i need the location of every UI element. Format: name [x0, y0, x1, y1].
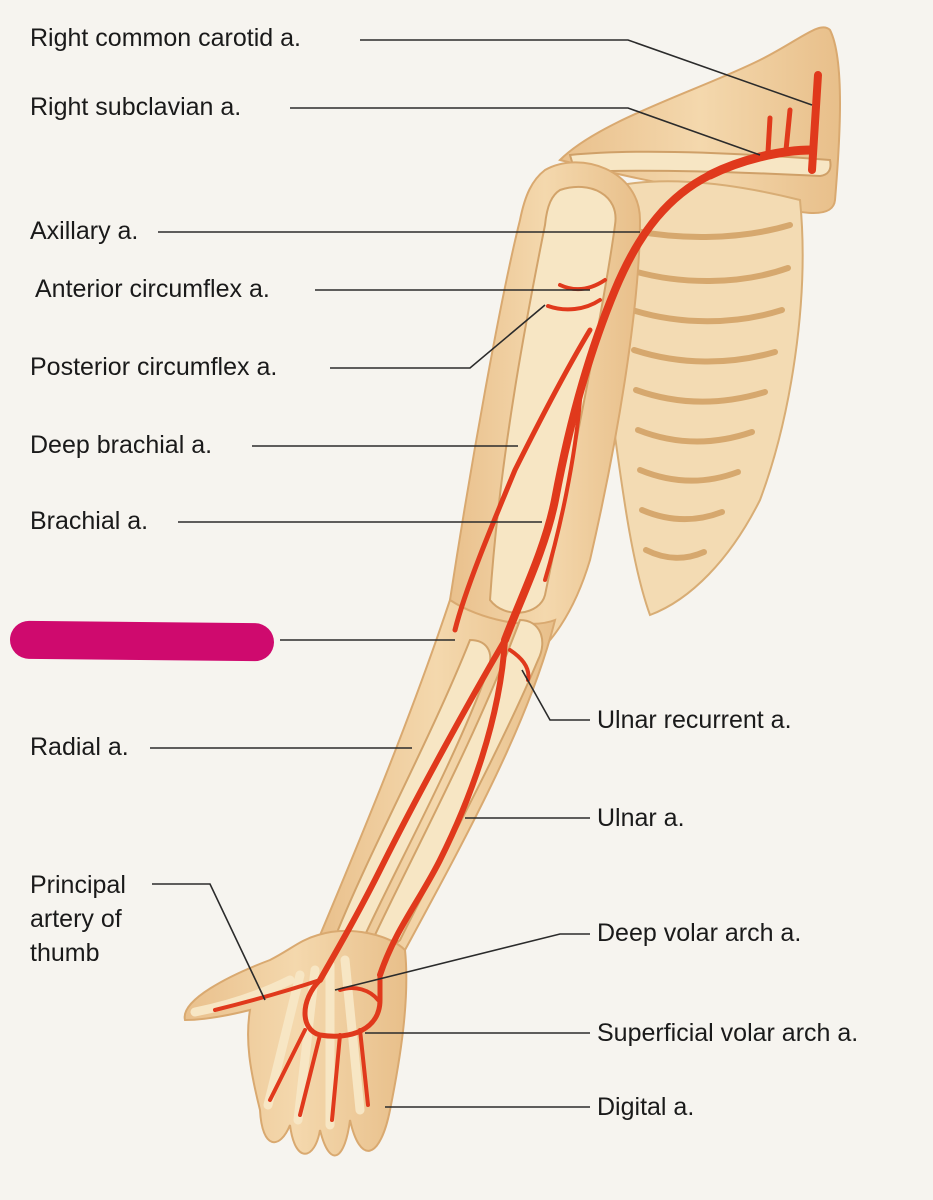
label-right-subclavian: Right subclavian a.: [30, 93, 242, 121]
label-deep-volar-arch: Deep volar arch a.: [597, 919, 802, 947]
leader-right-subclavian: [290, 107, 761, 156]
label-principal-artery-of-thumb: Principal artery of thumb: [30, 871, 126, 967]
leader-principal-artery-of-thumb: [152, 883, 266, 1001]
label-superficial-volar-arch: Superficial volar arch a.: [597, 1019, 859, 1047]
label-brachial: Brachial a.: [30, 507, 149, 535]
label-deep-brachial: Deep brachial a.: [30, 431, 213, 459]
label-ulnar: Ulnar a.: [597, 804, 685, 832]
label-radial: Radial a.: [30, 733, 129, 761]
label-digital: Digital a.: [597, 1093, 695, 1121]
leader-right-common-carotid: [360, 39, 813, 106]
hand-bones: [190, 955, 365, 1130]
label-right-common-carotid: Right common carotid a.: [30, 24, 301, 52]
redacted-label-marker: [9, 620, 275, 662]
ulna: [373, 618, 544, 947]
label-axillary: Axillary a.: [30, 217, 139, 245]
label-anterior-circumflex: Anterior circumflex a.: [35, 275, 270, 303]
label-ulnar-recurrent: Ulnar recurrent a.: [597, 706, 792, 734]
leader-ulnar-recurrent: [521, 669, 590, 721]
leader-posterior-circumflex: [330, 304, 546, 369]
leader-deep-volar-arch: [334, 933, 590, 991]
leader-lines: [150, 39, 813, 1108]
arteries: [213, 71, 822, 1122]
label-posterior-circumflex: Posterior circumflex a.: [30, 353, 278, 381]
rib-cage: [598, 180, 804, 617]
